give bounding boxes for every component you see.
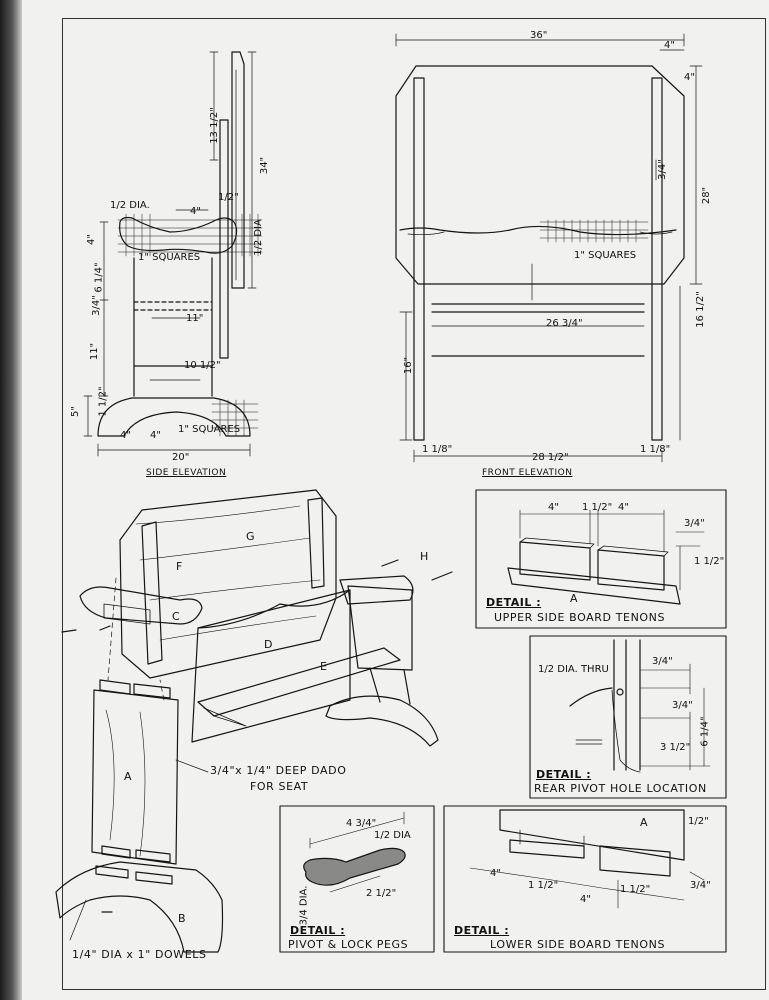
side-elevation-caption: SIDE ELEVATION — [146, 468, 227, 478]
front-height-dim: 28" — [701, 186, 713, 205]
part-label-h: H — [420, 550, 429, 563]
front-grid-note: 1" SQUARES — [574, 250, 637, 261]
front-base-width: 28 1/2" — [532, 452, 569, 463]
side-v2: 6 1/4" — [93, 262, 105, 293]
pivot-d4: 6 1/4" — [699, 716, 711, 747]
lower-d4: 1 1/2" — [620, 884, 651, 895]
upper-detail-name: UPPER SIDE BOARD TENONS — [494, 611, 666, 624]
side-back-height-dim: 34" — [259, 156, 271, 175]
lower-detail-name: LOWER SIDE BOARD TENONS — [490, 938, 666, 951]
front-leg-height: 16" — [403, 356, 415, 375]
front-elevation-caption: FRONT ELEVATION — [482, 468, 573, 478]
pivot-hole-label: 1/2 DIA. THRU — [538, 664, 609, 675]
front-width-dim: 36" — [530, 30, 548, 41]
upper-d2: 1 1/2" — [582, 502, 613, 513]
detail-lower-box — [443, 805, 727, 953]
pegs-detail-title: DETAIL : — [290, 924, 346, 937]
front-seat-width: 26 3/4" — [546, 318, 583, 329]
pivot-detail-name: REAR PIVOT HOLE LOCATION — [534, 782, 707, 795]
side-upper-dim: 13 1/2" — [208, 107, 220, 144]
drawing-border — [62, 18, 766, 990]
side-arm-hole: 1/2 DIA — [252, 219, 264, 256]
side-arm-dia: 1/2 DIA. — [110, 200, 150, 211]
part-label-d: D — [264, 638, 273, 651]
side-arm-width: 4" — [190, 206, 201, 217]
pegs-d4: 2 1/2" — [366, 888, 397, 899]
front-center-mark: 3/4" — [656, 159, 668, 180]
pivot-detail-title: DETAIL : — [536, 768, 592, 781]
part-label-g: G — [246, 530, 255, 543]
part-label-a: A — [124, 770, 132, 783]
exploded-bench-view — [55, 489, 453, 953]
pivot-d2: 3/4" — [672, 700, 693, 711]
upper-d4: 3/4" — [684, 518, 705, 529]
side-foot-4: 4" — [120, 430, 131, 441]
lower-d5: 1/2" — [688, 816, 709, 827]
detail-upper-box — [475, 489, 727, 629]
side-foot-grid: 1" SQUARES — [178, 424, 241, 435]
pegs-detail-name: PIVOT & LOCK PEGS — [288, 938, 409, 951]
side-v6: 5" — [69, 406, 81, 417]
pivot-d1: 3/4" — [652, 656, 673, 667]
side-elevation-drawing — [83, 51, 263, 457]
pegs-d3: 3/4 DIA. — [298, 885, 310, 926]
part-label-b: B — [178, 912, 186, 925]
lower-part: A — [640, 816, 648, 829]
side-foot-4b: 4" — [150, 430, 161, 441]
part-label-e: E — [320, 660, 327, 673]
upper-d1: 4" — [548, 502, 559, 513]
front-corner-b-dim: 4" — [684, 72, 695, 83]
detail-pegs-box — [279, 805, 435, 953]
dado-callout: 3/4"x 1/4" DEEP DADO — [210, 764, 347, 777]
pegs-d2: 1/2 DIA — [374, 830, 411, 841]
side-width-dim: 20" — [172, 452, 190, 463]
side-grid-note: 1" SQUARES — [138, 252, 201, 263]
upper-detail-title: DETAIL : — [486, 596, 542, 609]
part-label-f: F — [176, 560, 183, 573]
front-corner-dim: 4" — [664, 40, 675, 51]
side-v1: 4" — [85, 234, 97, 245]
lower-d2: 1 1/2" — [528, 880, 559, 891]
front-leg-right: 1 1/8" — [640, 444, 671, 455]
front-side-height: 16 1/2" — [694, 291, 706, 328]
upper-d5: 1 1/2" — [694, 556, 725, 567]
book-gutter-shadow — [0, 0, 22, 1000]
upper-d3: 4" — [618, 502, 629, 513]
side-v5: 1 1/2" — [97, 386, 109, 417]
pegs-d1: 4 3/4" — [346, 818, 377, 829]
front-leg-left: 1 1/8" — [422, 444, 453, 455]
lower-d1: 4" — [490, 868, 501, 879]
side-v3: 3/4" — [90, 295, 102, 316]
side-leg-span: 10 1/2" — [184, 360, 221, 371]
dado-callout-line2: FOR SEAT — [250, 780, 309, 793]
side-seat-gap: 11" — [186, 313, 204, 324]
side-half-dim: 1/2" — [218, 192, 239, 203]
side-v4: 11" — [89, 342, 101, 361]
lower-d6: 3/4" — [690, 880, 711, 891]
part-label-c: C — [172, 610, 180, 623]
dowels-callout: 1/4" DIA x 1" DOWELS — [72, 948, 207, 961]
front-elevation-drawing — [395, 33, 703, 463]
drawing-page — [22, 0, 769, 1000]
lower-detail-title: DETAIL : — [454, 924, 510, 937]
pivot-d3: 3 1/2" — [660, 742, 691, 753]
upper-part: A — [570, 592, 578, 605]
lower-d3: 4" — [580, 894, 591, 905]
detail-pivot-box — [529, 635, 727, 799]
